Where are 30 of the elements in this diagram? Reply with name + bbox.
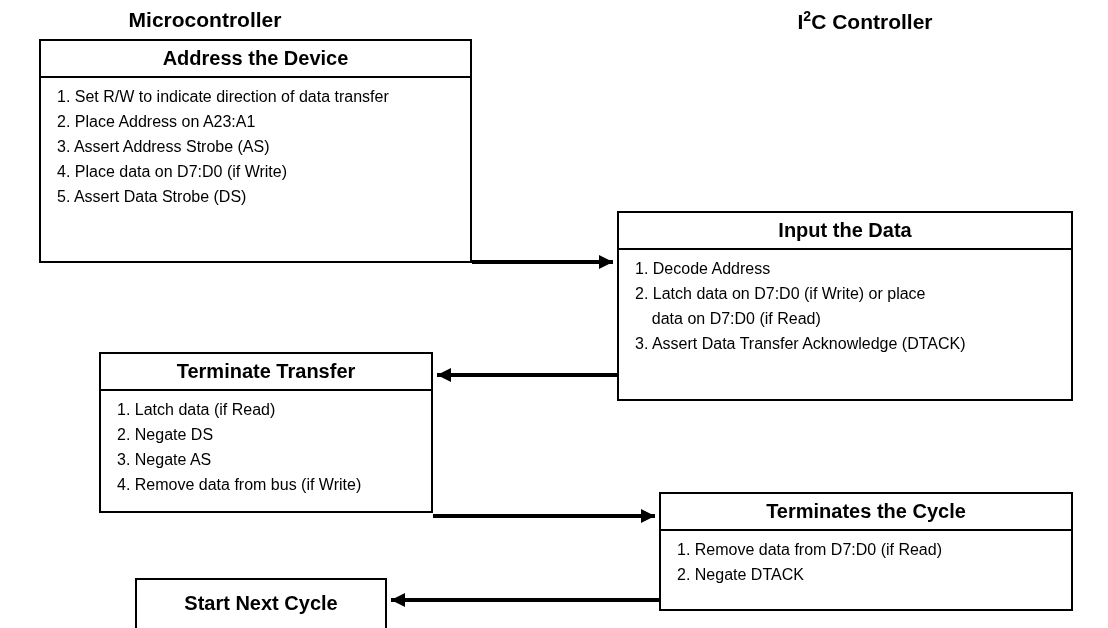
step-text: 3. Negate AS (117, 450, 212, 470)
step-text: 1. Set R/W to indicate direction of data transfer (57, 87, 389, 107)
column-heading: I$^{2}$C Controller (797, 8, 933, 34)
step-text: 1. Remove data from D7:D0 (if Read) (677, 540, 942, 560)
process-box (617, 211, 1073, 401)
box-heading: Terminates the Cycle (661, 494, 1071, 531)
step-text: 2. Negate DS (117, 425, 214, 445)
box-heading: Terminate Transfer (101, 354, 431, 391)
step-text: 3. Assert Data Transfer Acknowledge (DTACK) (635, 334, 966, 354)
step-text: 2. Place Address on A23:A1 (57, 112, 256, 132)
box-heading: Address the Device (41, 41, 470, 78)
step-text: 1. Latch data (if Read) (117, 400, 276, 420)
box-heading: Start Next Cycle (183, 591, 339, 616)
column-heading: Microcontroller (128, 8, 282, 32)
arrow (472, 255, 613, 269)
process-box (135, 578, 387, 628)
process-box (39, 39, 472, 263)
arrow (391, 593, 659, 607)
step-text: 3. Assert Address Strobe (AS) (57, 137, 270, 157)
step-text: 2. Latch data on D7:D0 (if Write) or place data on D7:D0 (if Read) (635, 284, 927, 329)
step-text: 2. Negate DTACK (677, 565, 804, 585)
step-text: 4. Remove data from bus (if Write) (117, 475, 362, 495)
step-text: 1. Decode Address (635, 259, 771, 279)
step-text: 5. Assert Data Strobe (DS) (57, 187, 247, 207)
arrow (437, 368, 617, 382)
step-text: 4. Place data on D7:D0 (if Write) (57, 162, 288, 182)
process-box (99, 352, 433, 513)
arrow (433, 509, 655, 523)
process-box (659, 492, 1073, 611)
box-heading: Input the Data (619, 213, 1071, 250)
